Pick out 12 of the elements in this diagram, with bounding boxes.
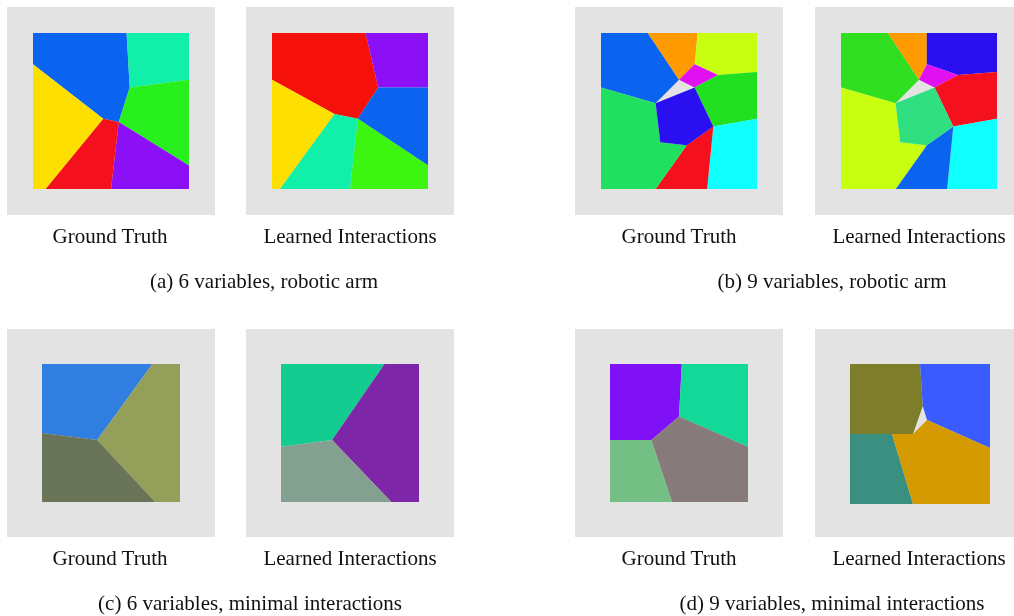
image-caption: Learned Interactions (832, 546, 1006, 571)
subfigure-caption: (a) 6 variables, robotic arm (150, 269, 378, 294)
image-caption: Learned Interactions (832, 224, 1006, 249)
subfigure-caption: (d) 9 variables, minimal interactions (679, 591, 985, 616)
image-caption: Ground Truth (52, 224, 168, 249)
image-caption: Ground Truth (52, 546, 168, 571)
subfigure-caption: (c) 6 variables, minimal interactions (98, 591, 402, 616)
image-caption: Ground Truth (621, 546, 737, 571)
subfigure-caption: (b) 9 variables, robotic arm (717, 269, 947, 294)
image-caption: Learned Interactions (263, 224, 437, 249)
image-caption: Learned Interactions (263, 546, 437, 571)
image-caption: Ground Truth (621, 224, 737, 249)
